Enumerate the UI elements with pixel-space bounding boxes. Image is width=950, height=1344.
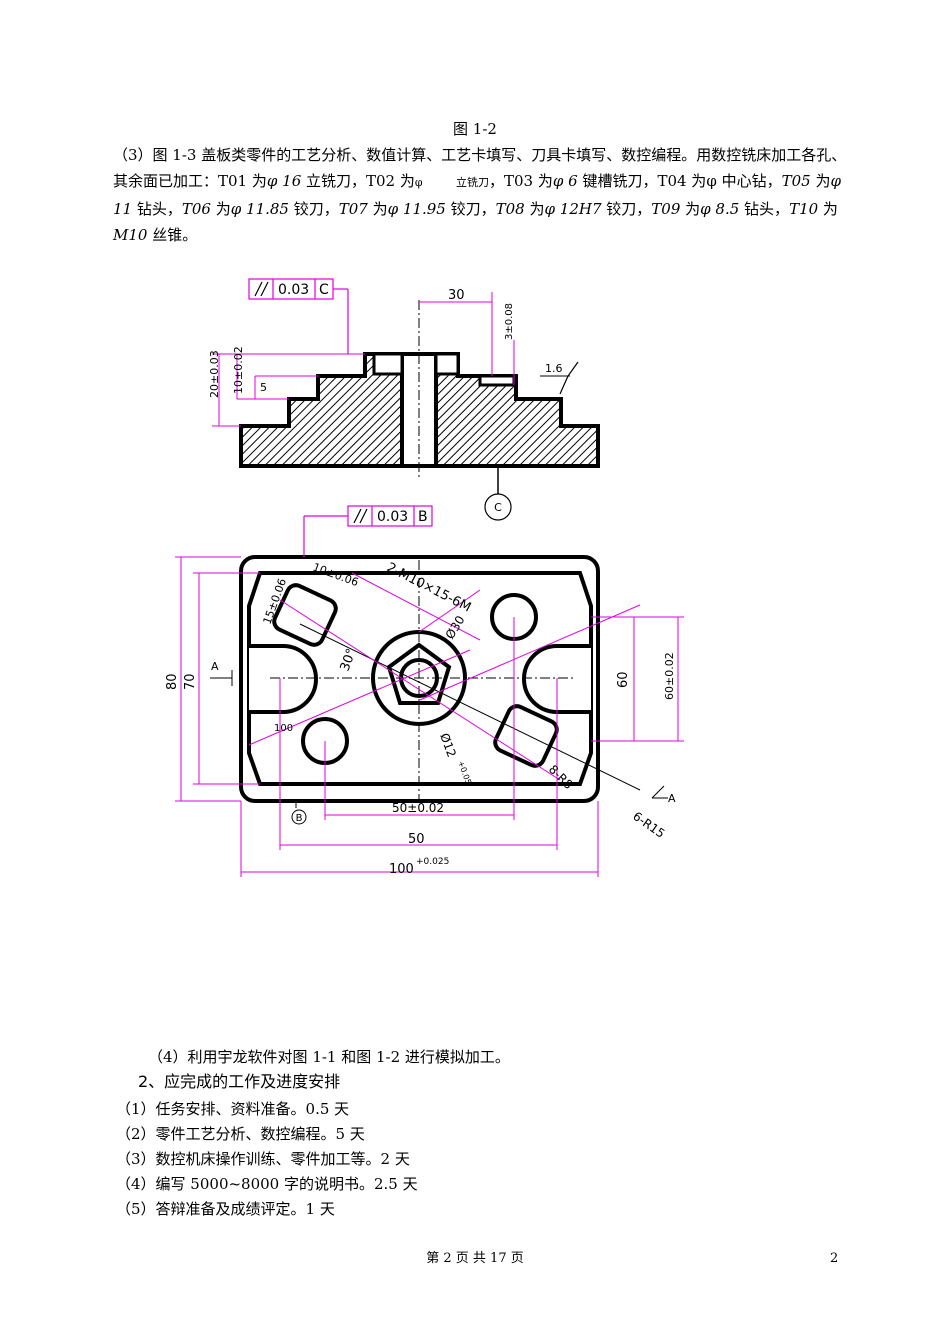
para3-seg8: 为	[810, 172, 831, 190]
dim-20: 20±0.03	[208, 350, 221, 398]
schedule-item-2: （2）零件工艺分析、数控编程。5 天	[116, 1125, 365, 1143]
page-number: 2	[830, 1251, 839, 1266]
task-paragraph-4: （4）利用宇龙软件对图 1-1 和图 1-2 进行模拟加工。	[148, 1048, 510, 1066]
para3-seg11: 铰刀，	[288, 200, 339, 218]
para3-t07: T07	[338, 200, 368, 218]
schedule-item-3: （3）数控机床操作训练、零件加工等。2 天	[116, 1150, 410, 1168]
section-dimensions	[212, 292, 515, 427]
para3-phi16: φ 16	[266, 172, 302, 190]
dim-60-tol: 60±0.02	[663, 652, 676, 700]
page-footer: 第 2 页 共 17 页	[426, 1251, 524, 1266]
roughness-value: 1.6	[545, 362, 563, 375]
dim-10: 10±0.02	[232, 346, 245, 394]
para3-seg19: 丝锥。	[147, 226, 198, 244]
para3-seg5: 键槽铣刀，T04 为	[577, 172, 707, 190]
phi12-callout: Ø12	[437, 731, 459, 759]
schedule-item-5: （5）答辩准备及成绩评定。1 天	[116, 1200, 335, 1218]
datum-b-label: B	[296, 813, 303, 824]
left-slot	[249, 644, 318, 714]
para3-seg15: 铰刀，	[601, 200, 652, 218]
r8-callout: 8-R8	[546, 762, 576, 792]
tolerance-c-datum: C	[319, 282, 329, 298]
section-a-right: A	[668, 792, 676, 805]
plate-outline	[239, 555, 600, 803]
datum-b-circle	[291, 809, 307, 825]
square-pocket-bottom-right	[493, 704, 559, 768]
para3-t08: T08	[495, 200, 525, 218]
engineering-drawing: C 1.6 0.03 C 30 3±0.08 20±0.03 10±0.02 5	[165, 278, 684, 877]
tolerance-c-value: 0.03	[278, 282, 309, 298]
task-paragraph-3: （3）图 1-3 盖板类零件的工艺分析、数值计算、工艺卡填写、刀具卡填写、数控编…	[113, 142, 853, 248]
dim-5: 5	[260, 381, 267, 394]
schedule-item-4: （4）编写 5000~8000 字的说明书。2.5 天	[116, 1175, 418, 1193]
dim-50: 50	[408, 832, 425, 847]
para3-seg9: 钻头，	[132, 200, 182, 218]
dim-80: 80	[165, 673, 180, 690]
dim-100-small: 100	[274, 723, 293, 734]
para3-seg13: 铰刀，	[445, 200, 496, 218]
tolerance-frame-b	[303, 505, 433, 557]
datum-c-label: C	[494, 501, 502, 514]
dim-30: 30	[448, 288, 465, 303]
angle-30: 30°	[338, 647, 360, 674]
para3-phi12h7: φ 12H7	[544, 200, 602, 218]
dim-60: 60	[616, 671, 631, 688]
schedule-item-1: （1）任务安排、资料准备。0.5 天	[116, 1100, 350, 1118]
section-heading: 2、应完成的工作及进度安排	[138, 1072, 341, 1091]
para3-phi85: φ 8.5	[700, 200, 740, 218]
para3-seg10: 为	[210, 200, 231, 218]
dim-50-tol: 50±0.02	[392, 801, 444, 815]
para3-t05: T05	[781, 172, 811, 190]
keyway-slot	[478, 374, 516, 387]
dim-3: 3±0.08	[504, 303, 515, 340]
para3-seg1: （3）图 1-3 盖板类零件的工艺分析、数值计算、工艺卡填写、刀具卡填写、数控编…	[113, 146, 847, 190]
para3-seg3: 立铣刀	[455, 176, 489, 189]
para3-seg14: 为	[524, 200, 545, 218]
para3-phi-blank: φ	[414, 176, 423, 189]
para3-seg2: 立铣刀，T02 为	[301, 172, 415, 190]
plan-view	[239, 555, 641, 803]
para3-m10: M10	[113, 226, 148, 244]
para3-t09: T09	[651, 200, 681, 218]
para3-seg7: 中心钻，	[716, 172, 782, 190]
para3-seg17: 钻头，	[739, 200, 790, 218]
section-markers	[210, 670, 668, 808]
pentagon-boss	[386, 642, 452, 705]
figure-caption: 图 1-2	[453, 120, 497, 138]
para3-seg4: ，T03 为	[488, 172, 553, 190]
section-a-left: A	[211, 660, 219, 673]
dim-100-bottom-tol: +0.025	[416, 857, 449, 867]
para3-seg16: 为	[680, 200, 701, 218]
tolerance-b-value: 0.03	[377, 509, 408, 525]
tolerance-frame-c	[248, 278, 349, 354]
dim-100-bottom: 100	[389, 862, 414, 877]
para3-seg18: 为	[818, 200, 838, 218]
tolerance-b-datum: B	[418, 509, 428, 525]
counterbore-left	[372, 352, 404, 376]
thread-callout: 2-M10×15-6M	[384, 560, 473, 615]
para3-t10: T10	[789, 200, 819, 218]
roughness-symbol	[559, 361, 579, 395]
para3-seg12: 为	[367, 200, 388, 218]
counterbore-right	[434, 352, 460, 376]
para3-t06: T06	[181, 200, 211, 218]
phi30-callout: Ø30	[443, 613, 468, 641]
plan-dimensions	[175, 556, 684, 877]
phi12-tol: +0.05	[456, 760, 473, 786]
section-view: C 1.6	[239, 300, 600, 521]
para3-phi1195: φ 11.95	[387, 200, 446, 218]
r15-callout: 6-R15	[630, 809, 667, 841]
dim-70: 70	[183, 673, 198, 690]
square-pocket-top-left	[272, 583, 338, 647]
para3-phi6: φ 6	[552, 172, 578, 190]
para3-seg6: φ	[706, 172, 717, 190]
datum-c-circle	[484, 493, 512, 521]
para3-phi1185: φ 11.85	[230, 200, 289, 218]
para3-phi11: φ 11	[113, 172, 841, 218]
dim-10-pocket: 10±0.06	[311, 561, 360, 590]
